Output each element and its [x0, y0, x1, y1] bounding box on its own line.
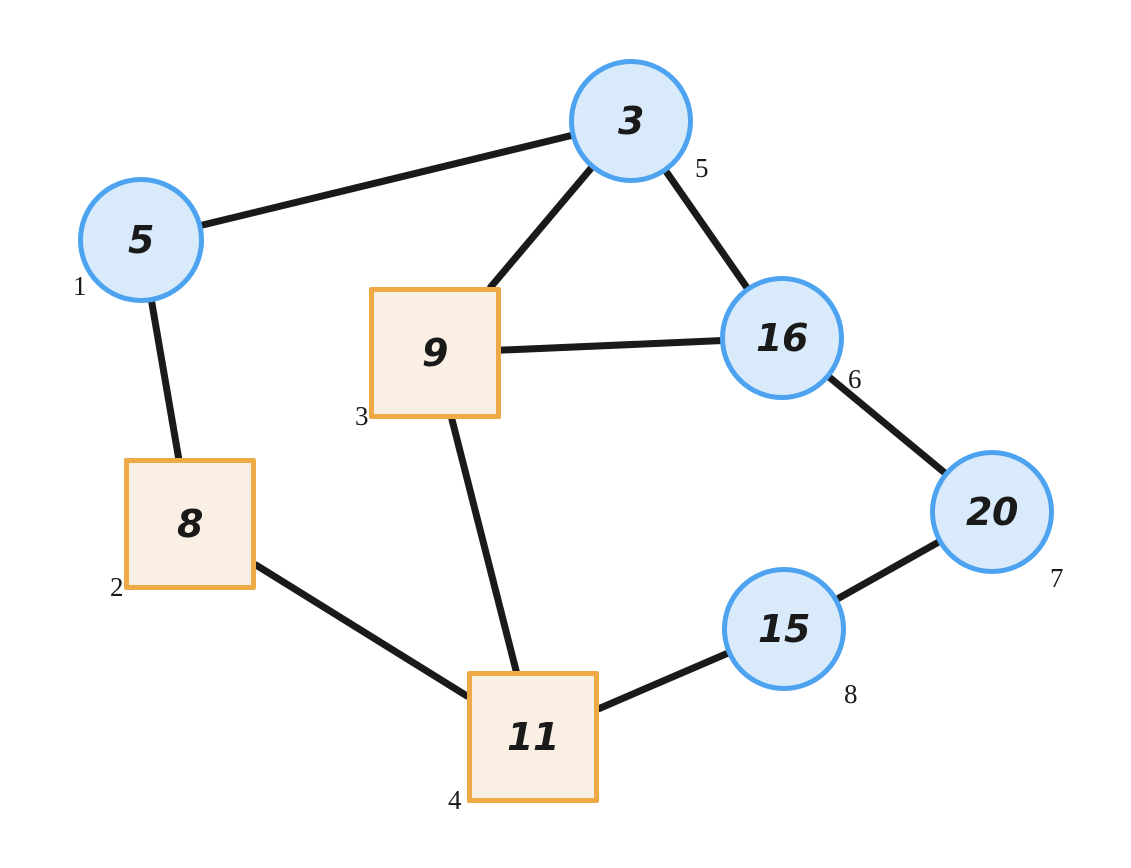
node-value-label: 11: [507, 715, 559, 759]
graph-edge: [198, 132, 575, 229]
node-index-label-1: 1: [73, 271, 87, 301]
node-value-label: 20: [966, 490, 1018, 534]
graph-edge: [662, 168, 751, 291]
graph-edge: [595, 650, 731, 713]
graph-node-4[interactable]: 11: [467, 671, 599, 803]
node-value-label: 5: [128, 218, 154, 262]
node-value-label: 3: [618, 99, 644, 143]
graph-node-8[interactable]: 15: [722, 567, 846, 691]
node-value-label: 9: [422, 331, 448, 375]
graph-edge: [497, 337, 724, 354]
node-index-label-7: 7: [1050, 563, 1064, 593]
graph-node-5[interactable]: 3: [569, 59, 693, 183]
node-index-label-3: 3: [355, 401, 369, 431]
node-value-label: 16: [756, 316, 808, 360]
graph-node-3[interactable]: 9: [369, 287, 501, 419]
node-index-label-6: 6: [848, 364, 862, 394]
graph-node-2[interactable]: 8: [124, 458, 256, 590]
graph-edge: [834, 538, 942, 603]
node-index-label-8: 8: [844, 679, 858, 709]
graph-node-7[interactable]: 20: [930, 450, 1054, 574]
node-value-label: 15: [758, 607, 810, 651]
graph-edge: [487, 164, 595, 291]
graph-node-1[interactable]: 5: [78, 177, 204, 303]
node-index-label-2: 2: [110, 572, 124, 602]
graph-node-6[interactable]: 16: [720, 276, 844, 400]
node-index-label-5: 5: [695, 153, 709, 183]
graph-edge: [252, 561, 471, 700]
graph-edge: [448, 415, 520, 675]
node-value-label: 8: [177, 502, 203, 546]
graph-edge: [826, 374, 948, 476]
node-index-label-4: 4: [448, 785, 462, 815]
graph-edge: [148, 298, 183, 462]
